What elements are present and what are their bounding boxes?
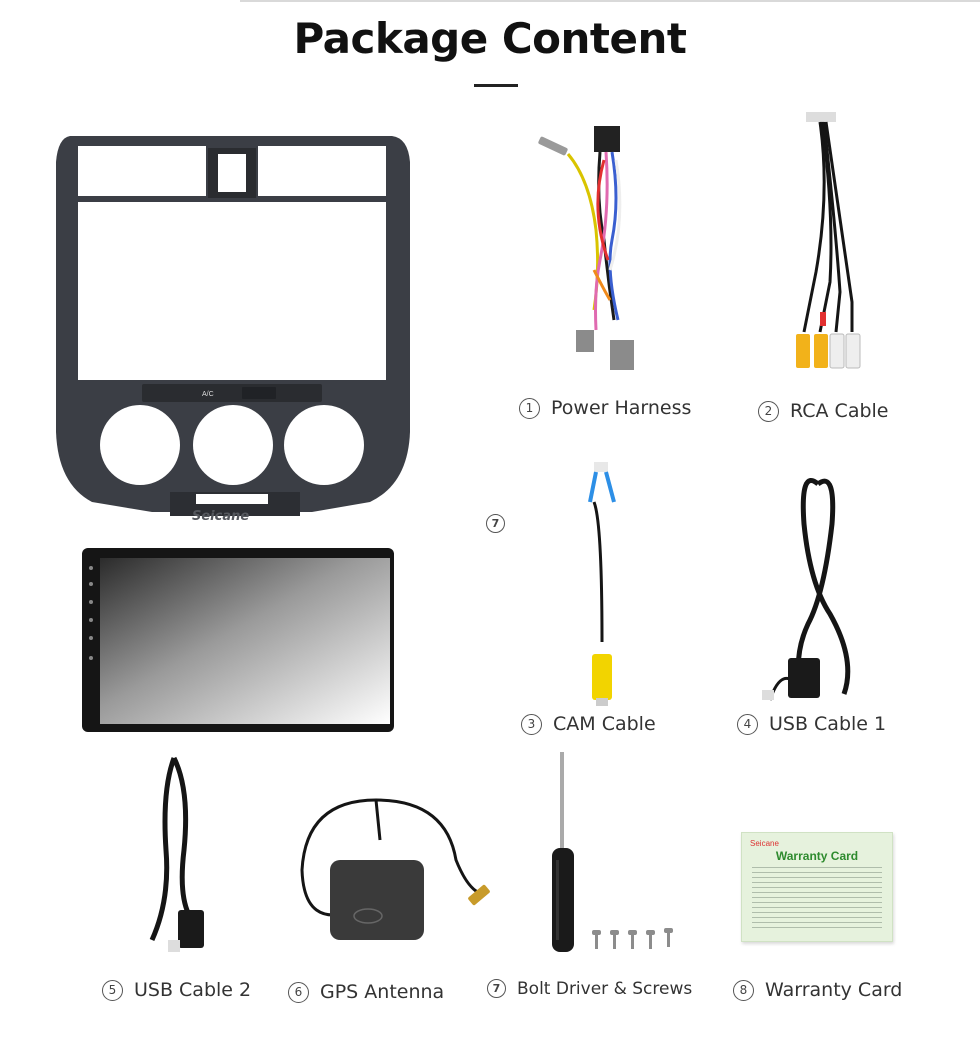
item-5-number: 5 (102, 980, 123, 1001)
title-underline (474, 84, 518, 87)
item-8-number: 8 (733, 980, 754, 1001)
item-4-number: 4 (737, 714, 758, 735)
stray-marker-number: 7 (486, 514, 505, 533)
cam-cable-image (588, 462, 616, 706)
usb-cable-2-image (149, 756, 204, 952)
usb-cable-1-image (762, 478, 851, 701)
warranty-card-image: Seicane Warranty Card (741, 832, 893, 942)
bolt-driver-screws-image (552, 752, 673, 952)
power-harness-image (538, 126, 634, 370)
rca-cable-image (796, 112, 861, 369)
item-1-number: 1 (519, 398, 540, 419)
item-6-number: 6 (288, 982, 309, 1003)
head-unit-screen-image (82, 548, 394, 732)
gps-antenna-image (300, 798, 490, 940)
item-2-number: 2 (758, 401, 779, 422)
warranty-card-title: Warranty Card (775, 849, 859, 863)
top-divider (240, 0, 980, 2)
frame-brand: Seicane (192, 509, 249, 524)
warranty-card-fine-print (752, 867, 882, 931)
warranty-card-brand: Seicane (750, 839, 779, 848)
ac-label: A/C (202, 391, 214, 398)
item-3-number: 3 (521, 714, 542, 735)
stray-marker: 7 (486, 512, 516, 534)
item-7-number: 7 (487, 979, 506, 998)
page-title: Package Content (293, 14, 687, 63)
dash-frame-image: A/C Seicane (56, 136, 410, 524)
